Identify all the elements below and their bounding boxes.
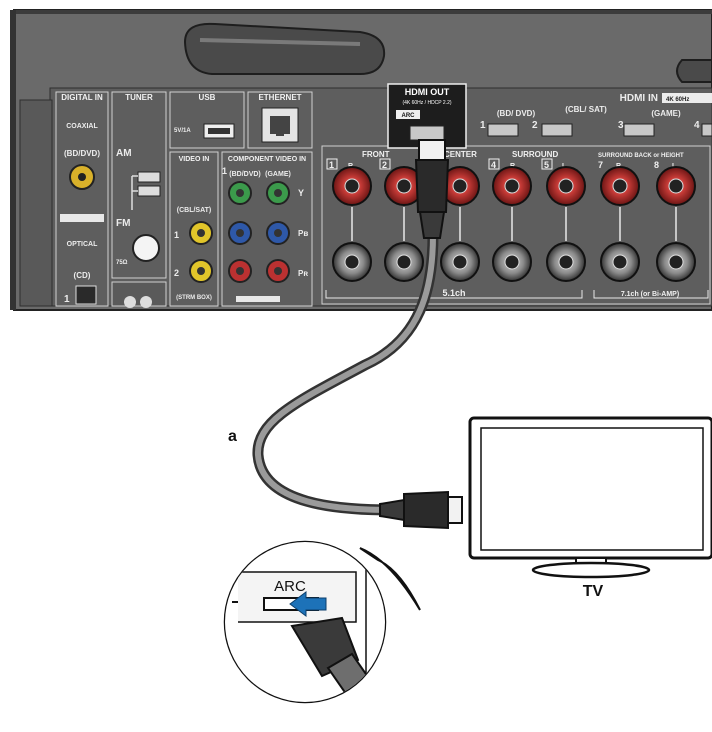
hdmi-in-num2: 2 xyxy=(532,120,538,131)
digital-in-section: COAXIAL (BD/DVD) OPTICAL (CD) 1 xyxy=(60,123,104,305)
ethernet-section xyxy=(261,107,299,143)
component-src2: (GAME) xyxy=(265,171,291,178)
hdmi-in-num4: 4 xyxy=(694,120,700,131)
front-label: FRONT xyxy=(362,150,390,159)
video-in-label: VIDEO IN xyxy=(179,156,210,163)
cable-top-plug xyxy=(414,139,450,239)
speaker-terminal-hole xyxy=(668,178,684,194)
hdmi-in-port-2[interactable] xyxy=(541,123,573,137)
hdmi-in-port-3[interactable] xyxy=(623,123,655,137)
component-num: 1 xyxy=(222,166,227,176)
sp-num-8: 8 xyxy=(654,160,659,170)
optical-jack[interactable] xyxy=(75,285,97,305)
component-video-in-label: COMPONENT VIDEO IN xyxy=(228,156,306,163)
tuner-label: TUNER xyxy=(125,93,153,102)
am-label: AM xyxy=(116,148,132,159)
video-num1: 1 xyxy=(174,230,179,240)
digital-in-label: DIGITAL IN xyxy=(61,93,103,102)
coaxial-source: (BD/DVD) xyxy=(64,149,100,158)
speaker-terminal-hole xyxy=(612,254,628,270)
hdmi-in-section: HDMI IN 4K 60Hz 1 (BD/ DVD) 2 (CBL/ SAT)… xyxy=(480,93,712,137)
arc-zoom-callout: ARC xyxy=(223,540,421,704)
hdmi-src2: (CBL/ SAT) xyxy=(565,105,607,114)
usb-rating: 5V/1A xyxy=(174,128,191,134)
sp-num-1: 1 xyxy=(329,160,334,170)
sp-num-4: 4 xyxy=(491,160,496,170)
component-src1: (BD/DVD) xyxy=(229,171,261,178)
speaker-terminal-hole xyxy=(504,254,520,270)
hdmi-cable xyxy=(252,139,463,530)
comp-pr-label: Pʀ xyxy=(298,269,308,278)
speaker-terminal-hole xyxy=(452,254,468,270)
ch71-label: 7.1ch (or Bi-AMP) xyxy=(621,291,679,298)
speaker-terminal-hole xyxy=(396,254,412,270)
hdmi-in-num3: 3 xyxy=(618,120,624,131)
speaker-terminal-hole xyxy=(612,178,628,194)
speaker-terminal-hole xyxy=(344,254,360,270)
usb-label: USB xyxy=(199,93,216,102)
ethernet-label: ETHERNET xyxy=(258,93,301,102)
tv-label: TV xyxy=(583,583,604,600)
sp-num-7: 7 xyxy=(598,160,603,170)
usb-section: 5V/1A xyxy=(174,123,235,139)
fm-ohm: 75Ω xyxy=(116,260,128,266)
component-video-section: 1 (BD/DVD) (GAME) Y Pʙ Pʀ xyxy=(222,166,308,302)
speaker-terminal-hole xyxy=(504,178,520,194)
optical-number: 1 xyxy=(64,294,70,305)
video-src1: (CBL/SAT) xyxy=(177,207,211,214)
hdmi-out-section: HDMI OUT (4K 60Hz / HDCP 2.2) ARC xyxy=(387,83,467,149)
speaker-terminal-hole xyxy=(396,178,412,194)
hdmi-out-sub: (4K 60Hz / HDCP 2.2) xyxy=(402,100,451,106)
fm-label: FM xyxy=(116,218,130,229)
speaker-terminal-hole xyxy=(668,254,684,270)
insert-arrow-icon xyxy=(289,591,327,617)
wireless-antenna xyxy=(183,22,386,75)
hdmi-out-arc-label: ARC xyxy=(402,113,416,119)
video-src2: (STRM BOX) xyxy=(176,295,212,301)
cable-label-a: a xyxy=(228,428,237,445)
cable-tv-plug xyxy=(379,490,463,530)
comp-y-label: Y xyxy=(298,188,304,198)
comp-pb-label: Pʙ xyxy=(298,229,308,238)
coaxial-label: COAXIAL xyxy=(66,123,98,130)
speaker-terminal-hole xyxy=(344,178,360,194)
tv xyxy=(468,416,712,579)
speaker-section: FRONT CENTER SURROUND SURROUND BACK or H… xyxy=(325,150,709,299)
center-label: CENTER xyxy=(444,150,477,159)
hdmi-in-sub: 4K 60Hz xyxy=(666,97,689,103)
surround-back-label: SURROUND BACK or HEIGHT xyxy=(598,153,684,159)
surround-label: SURROUND xyxy=(512,150,558,159)
hdmi-out-port[interactable] xyxy=(409,125,445,141)
zoom-arc-label: ARC xyxy=(274,578,306,595)
hdmi-src3: (GAME) xyxy=(651,109,681,118)
speaker-terminal-hole xyxy=(558,254,574,270)
hdmi-out-label: HDMI OUT xyxy=(405,87,450,97)
hdmi-in-port-1[interactable] xyxy=(487,123,519,137)
ch51-label: 5.1ch xyxy=(442,288,465,298)
hdmi-in-num1: 1 xyxy=(480,120,486,131)
optical-source: (CD) xyxy=(74,271,91,280)
hdmi-in-label: HDMI IN xyxy=(620,93,658,104)
video-in-section: (CBL/SAT) 1 2 (STRM BOX) xyxy=(174,207,213,301)
sp-num-5: 5 xyxy=(544,160,549,170)
speaker-terminal-hole xyxy=(452,178,468,194)
tuner-section: AM FM 75Ω xyxy=(111,148,167,308)
video-num2: 2 xyxy=(174,268,179,278)
optical-label: OPTICAL xyxy=(67,241,98,248)
speaker-terminal-hole xyxy=(558,178,574,194)
sp-num-2: 2 xyxy=(382,160,387,170)
hdmi-src1: (BD/ DVD) xyxy=(497,109,536,118)
fm-antenna-jack[interactable] xyxy=(132,234,160,262)
